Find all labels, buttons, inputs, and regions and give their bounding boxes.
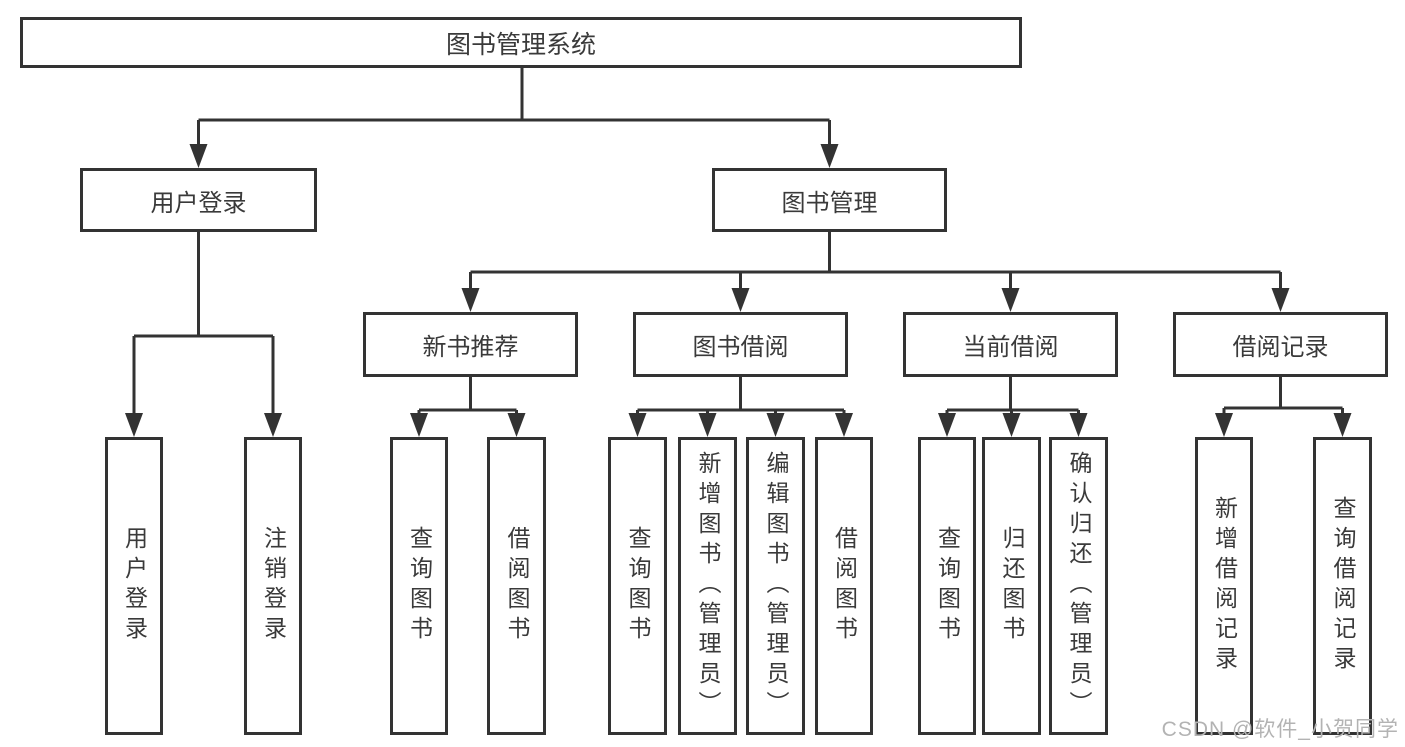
node-current-borrowing: 当前借阅 [903, 312, 1118, 377]
node-label: 编辑图书（管理员） [763, 451, 789, 721]
node-label: 归还图书 [999, 526, 1025, 646]
leaf-return-books: 归还图书 [982, 437, 1041, 735]
node-label: 注销登录 [260, 526, 287, 646]
node-label: 借阅图书 [504, 526, 530, 646]
node-new-book-recommendation: 新书推荐 [363, 312, 578, 377]
leaf-query-books: 查询图书 [608, 437, 667, 735]
leaf-query-books: 查询图书 [390, 437, 448, 735]
node-book-borrowing: 图书借阅 [633, 312, 848, 377]
leaf-add-borrow-record: 新增借阅记录 [1195, 437, 1253, 735]
node-label: 用户登录 [121, 526, 148, 646]
node-label: 新增借阅记录 [1211, 496, 1238, 676]
node-label: 查询图书 [406, 526, 433, 646]
node-book-management: 图书管理 [712, 168, 947, 232]
node-label: 确认归还（管理员） [1066, 451, 1092, 721]
node-label: 新增图书（管理员） [695, 451, 721, 721]
node-library-management-system: 图书管理系统 [20, 17, 1022, 68]
node-label: 查询借阅记录 [1330, 496, 1356, 676]
watermark: CSDN @软件_小贺同学 [1161, 718, 1399, 741]
leaf-borrow-books: 借阅图书 [815, 437, 873, 735]
leaf-logout: 注销登录 [244, 437, 302, 735]
leaf-add-books-admin: 新增图书（管理员） [678, 437, 737, 735]
node-label: 查询图书 [625, 526, 651, 646]
arrowhead-icons [125, 144, 1352, 437]
leaf-edit-books-admin: 编辑图书（管理员） [746, 437, 805, 735]
leaf-borrow-books: 借阅图书 [487, 437, 546, 735]
leaf-user-login: 用户登录 [105, 437, 163, 735]
leaf-query-borrow-record: 查询借阅记录 [1313, 437, 1372, 735]
leaf-query-books: 查询图书 [918, 437, 976, 735]
leaf-confirm-return-admin: 确认归还（管理员） [1049, 437, 1108, 735]
node-user-login: 用户登录 [80, 168, 317, 232]
node-label: 查询图书 [934, 526, 961, 646]
node-label: 借阅图书 [831, 526, 858, 646]
node-borrowing-records: 借阅记录 [1173, 312, 1388, 377]
